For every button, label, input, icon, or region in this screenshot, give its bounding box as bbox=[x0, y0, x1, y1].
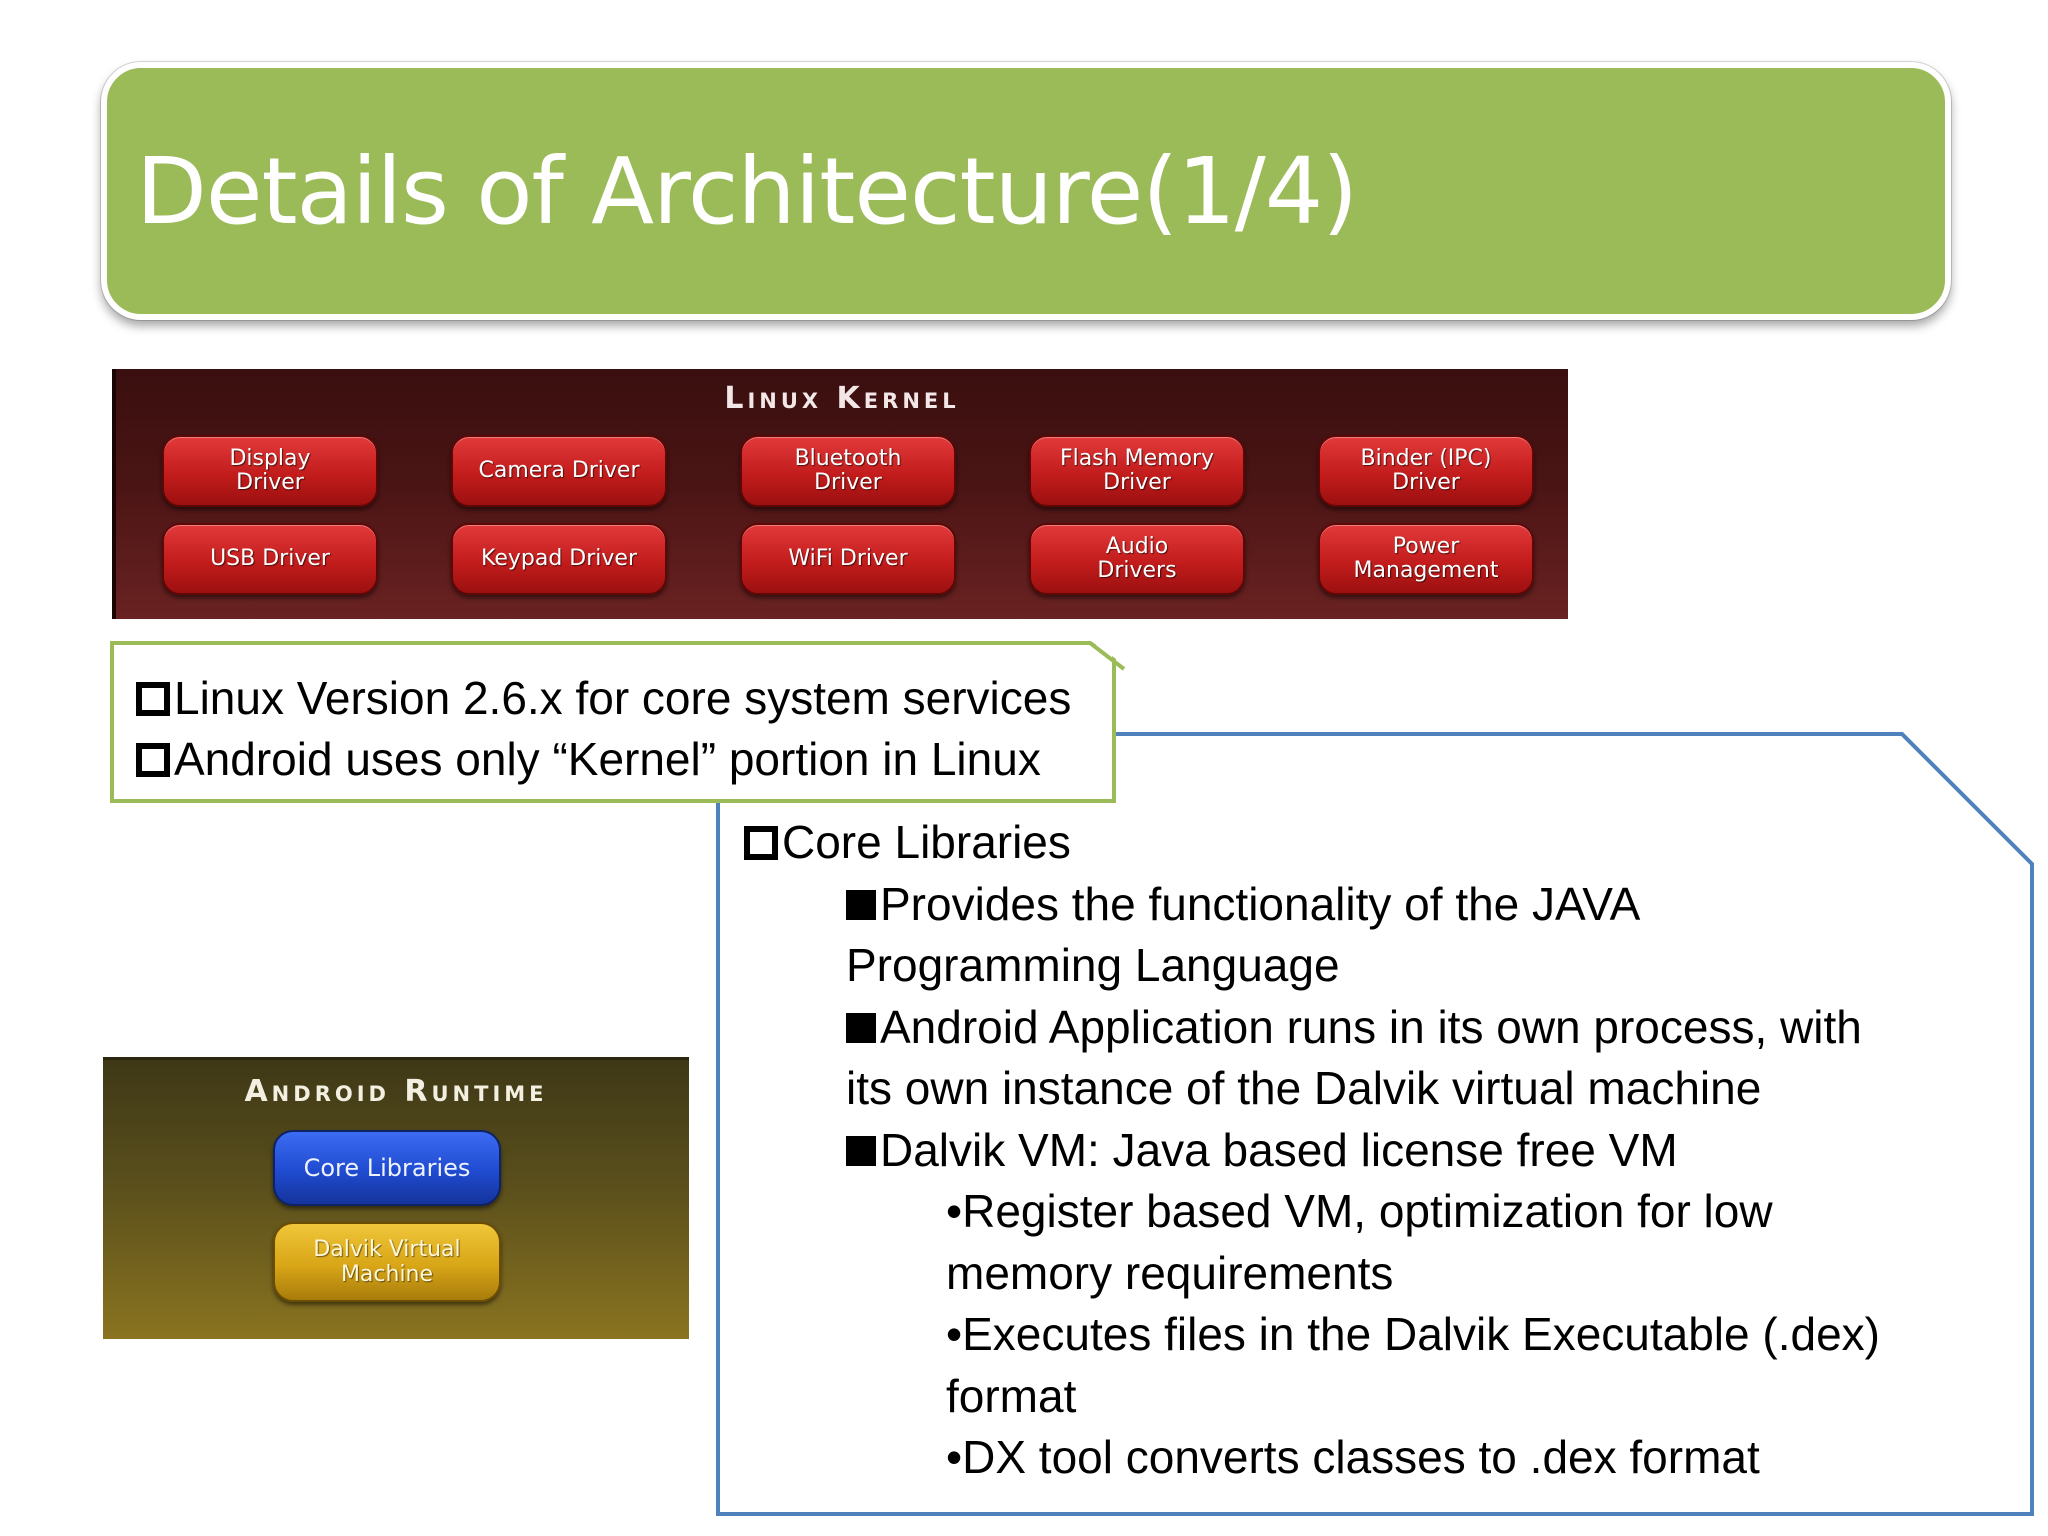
bluetooth-driver-block: Bluetooth Driver bbox=[740, 435, 956, 507]
linux-notes-box-corner bbox=[1090, 641, 1126, 671]
usb-driver-block: USB Driver bbox=[162, 523, 378, 595]
linux-note-2: Android uses only “Kernel” portion in Li… bbox=[136, 733, 1041, 785]
linux-kernel-panel: Linux Kernel Display Driver Camera Drive… bbox=[112, 369, 1568, 619]
android-runtime-panel: Android Runtime Core Libraries Dalvik Vi… bbox=[103, 1057, 689, 1339]
linux-note-1: Linux Version 2.6.x for core system serv… bbox=[136, 672, 1071, 724]
slide-title: Details of Architecture(1/4) bbox=[136, 138, 1358, 245]
display-driver-block: Display Driver bbox=[162, 435, 378, 507]
android-runtime-heading: Android Runtime bbox=[244, 1074, 548, 1109]
core-note-2: Android Application runs in its own proc… bbox=[846, 1001, 1862, 1053]
dalvik-sub-note-2: •Executes files in the Dalvik Executable… bbox=[946, 1308, 1880, 1360]
core-libraries-block: Core Libraries bbox=[273, 1130, 501, 1206]
linux-kernel-heading: Linux Kernel bbox=[724, 381, 960, 416]
dalvik-sub-note-1-cont: memory requirements bbox=[946, 1247, 1394, 1299]
hollow-square-bullet-icon bbox=[136, 743, 170, 777]
power-management-block: Power Management bbox=[1318, 523, 1534, 595]
core-note-1-cont: Programming Language bbox=[846, 939, 1340, 991]
dalvik-sub-note-1: •Register based VM, optimization for low bbox=[946, 1185, 1773, 1237]
linux-notes-box bbox=[110, 641, 1116, 803]
wifi-driver-block: WiFi Driver bbox=[740, 523, 956, 595]
filled-square-bullet-icon bbox=[846, 890, 876, 920]
filled-square-bullet-icon bbox=[846, 1136, 876, 1166]
binder-ipc-driver-block: Binder (IPC) Driver bbox=[1318, 435, 1534, 507]
camera-driver-block: Camera Driver bbox=[451, 435, 667, 507]
core-libraries-callout-border bbox=[716, 732, 2034, 1516]
hollow-square-bullet-icon bbox=[136, 682, 170, 716]
core-note-1: Provides the functionality of the JAVA bbox=[846, 878, 1640, 930]
dalvik-sub-note-3: •DX tool converts classes to .dex format bbox=[946, 1431, 1760, 1483]
core-note-2-cont: its own instance of the Dalvik virtual m… bbox=[846, 1062, 1762, 1114]
title-banner bbox=[101, 62, 1951, 320]
hollow-square-bullet-icon bbox=[744, 826, 778, 860]
flash-memory-driver-block: Flash Memory Driver bbox=[1029, 435, 1245, 507]
core-note-3: Dalvik VM: Java based license free VM bbox=[846, 1124, 1678, 1176]
audio-drivers-block: Audio Drivers bbox=[1029, 523, 1245, 595]
filled-square-bullet-icon bbox=[846, 1013, 876, 1043]
dalvik-vm-block: Dalvik Virtual Machine bbox=[273, 1222, 501, 1302]
dalvik-sub-note-2-cont: format bbox=[946, 1370, 1077, 1422]
keypad-driver-block: Keypad Driver bbox=[451, 523, 667, 595]
core-libraries-heading: Core Libraries bbox=[744, 816, 1071, 868]
